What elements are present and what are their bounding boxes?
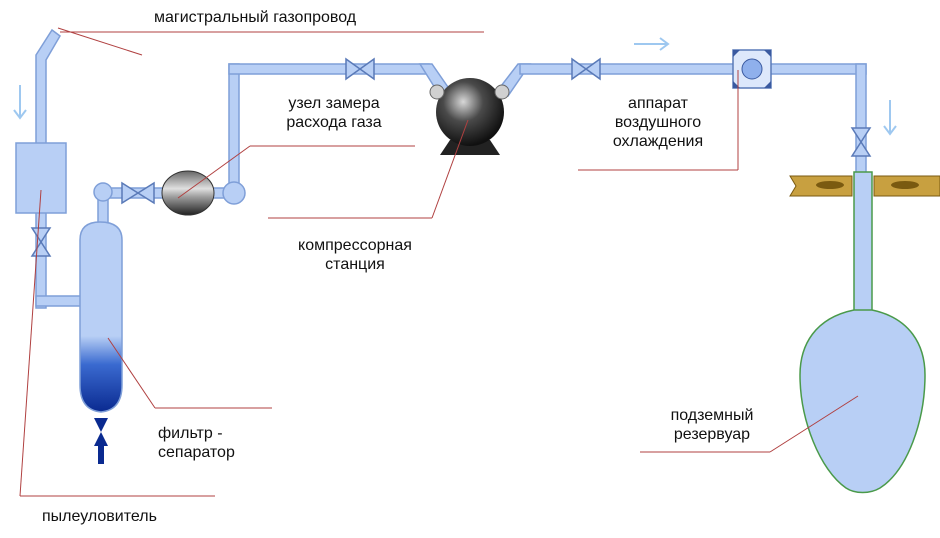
air-cooler xyxy=(732,49,772,89)
pipe-top-right xyxy=(519,63,736,75)
inlet-pipe xyxy=(35,28,61,146)
drain-valve xyxy=(94,418,108,464)
label-filter-line2: сепаратор xyxy=(158,444,235,461)
pipe-dust-down xyxy=(35,211,47,309)
filter-separator xyxy=(79,221,123,413)
valve-reservoir xyxy=(850,127,872,157)
pipe-after-cooler xyxy=(769,63,867,75)
label-gas-meter-line1: узел замера xyxy=(288,95,380,112)
label-gas-meter: узел замера расхода газа xyxy=(272,94,396,132)
meter-joint xyxy=(222,181,246,205)
label-cooler-line2: воздушного xyxy=(614,114,702,131)
well-shaft xyxy=(853,171,873,313)
arrow-right-top xyxy=(634,37,670,51)
pipe-riser xyxy=(228,63,240,193)
pipes xyxy=(35,28,867,309)
ground-layer xyxy=(789,175,940,197)
label-main-pipeline: магистральный газопровод xyxy=(154,9,357,26)
label-filter: фильтр - сепаратор xyxy=(158,424,235,462)
label-filter-line1: фильтр - xyxy=(158,425,223,442)
flow-arrows xyxy=(13,37,897,136)
valve-meter xyxy=(121,181,155,205)
label-reservoir: подземный резервуар xyxy=(652,406,772,444)
separator-top-joint xyxy=(93,182,113,202)
compressor-station xyxy=(429,78,510,155)
arrow-down-reservoir xyxy=(883,100,897,136)
label-compressor-line1: компрессорная xyxy=(298,237,412,254)
dust-collector xyxy=(15,142,67,214)
valve-top-right xyxy=(571,57,601,81)
valve-top-left xyxy=(345,57,375,81)
label-gas-meter-line2: расхода газа xyxy=(286,114,382,131)
label-cooler-line3: охлаждения xyxy=(612,133,704,150)
label-reservoir-line1: подземный xyxy=(670,407,754,424)
label-compressor-line2: станция xyxy=(325,256,385,273)
leader-lines xyxy=(19,27,859,497)
pipe-down-reservoir xyxy=(855,63,867,175)
label-cooler-line1: аппарат xyxy=(628,95,688,112)
valve-dust xyxy=(30,227,52,257)
underground-reservoir xyxy=(799,309,926,494)
pipe-top-left xyxy=(228,63,430,75)
label-cooler: аппарат воздушного охлаждения xyxy=(596,94,720,151)
arrow-down-inlet xyxy=(13,85,27,120)
label-reservoir-line2: резервуар xyxy=(673,426,751,443)
label-compressor: компрессорная станция xyxy=(290,236,420,274)
label-dust: пылеуловитель xyxy=(42,508,157,525)
